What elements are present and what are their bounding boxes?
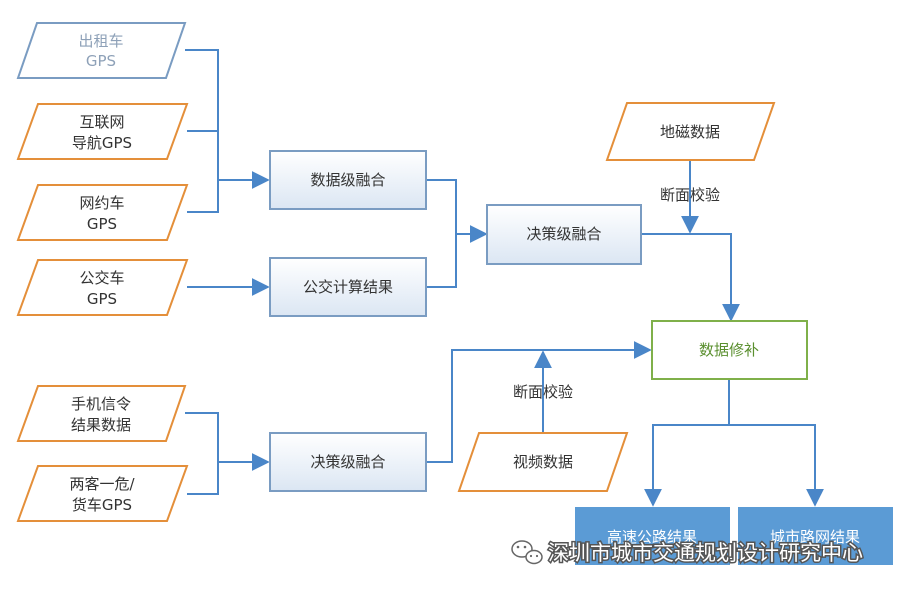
- input-geomagnetic-label: 地磁数据: [660, 123, 720, 141]
- edge-label-section-check-bottom: 断面校验: [513, 383, 573, 401]
- input-taxi-gps-line1: 出租车: [78, 32, 123, 50]
- input-freight-line1: 两客一危/: [69, 475, 135, 493]
- process-data-fusion: 数据级融合: [269, 150, 427, 210]
- input-geomagnetic: 地磁数据: [605, 102, 776, 161]
- connector-freight: [187, 462, 219, 495]
- process-bus-calc: 公交计算结果: [269, 257, 427, 317]
- wechat-icon: [511, 540, 543, 565]
- input-ride-hailing-line2: GPS: [87, 215, 117, 233]
- output-highway: 高速公路结果: [575, 507, 730, 565]
- input-freight-line2: 货车GPS: [72, 496, 132, 514]
- connector-decision-bottom-to-repair: [426, 341, 652, 463]
- input-video-label: 视频数据: [513, 453, 573, 471]
- connector-repair-urban: [729, 424, 824, 507]
- process-data-repair-label: 数据修补: [699, 341, 759, 359]
- process-decision-fusion-bottom: 决策级融合: [269, 432, 427, 492]
- input-mobile-line1: 手机信令: [71, 395, 131, 413]
- input-ride-hailing-line1: 网约车: [79, 194, 124, 212]
- connector-data-fusion-out: [426, 179, 457, 288]
- output-urban: 城市路网结果: [738, 507, 893, 565]
- process-decision-fusion-top: 决策级融合: [486, 204, 642, 265]
- connector-taxi: [185, 49, 219, 180]
- input-freight-gps: 两客一危/ 货车GPS: [16, 465, 189, 522]
- input-taxi-gps: 出租车 GPS: [16, 22, 187, 79]
- input-ride-hailing-gps: 网约车 GPS: [16, 184, 189, 241]
- input-internet-nav-line1: 互联网: [79, 113, 124, 131]
- connector-ride-hailing: [187, 180, 219, 213]
- input-internet-nav-line2: 导航GPS: [72, 134, 132, 152]
- watermark: 深圳市城市交通规划设计研究中心: [511, 540, 865, 567]
- input-internet-nav-gps: 互联网 导航GPS: [16, 103, 189, 160]
- output-highway-label: 高速公路结果: [607, 528, 697, 546]
- input-mobile-line2: 结果数据: [71, 416, 131, 434]
- input-video: 视频数据: [457, 432, 629, 492]
- connector-repair-split: [644, 380, 730, 507]
- process-data-fusion-label: 数据级融合: [310, 171, 385, 189]
- output-urban-label: 城市路网结果: [770, 528, 860, 546]
- edge-label-section-check-top: 断面校验: [660, 186, 720, 204]
- process-decision-fusion-top-label: 决策级融合: [526, 225, 601, 243]
- input-bus-line1: 公交车: [79, 269, 124, 287]
- input-taxi-gps-line2: GPS: [86, 52, 116, 70]
- process-data-repair: 数据修补: [651, 320, 808, 380]
- connector-decision-to-repair: [641, 233, 740, 322]
- watermark-text: 深圳市城市交通规划设计研究中心: [548, 541, 863, 565]
- input-bus-gps: 公交车 GPS: [16, 259, 189, 316]
- connectors: [185, 49, 824, 507]
- process-bus-calc-label: 公交计算结果: [303, 278, 393, 296]
- process-decision-fusion-bottom-label: 决策级融合: [310, 453, 385, 471]
- input-mobile-signaling: 手机信令 结果数据: [16, 385, 187, 442]
- connector-mobile: [185, 412, 219, 462]
- input-bus-line2: GPS: [87, 290, 117, 308]
